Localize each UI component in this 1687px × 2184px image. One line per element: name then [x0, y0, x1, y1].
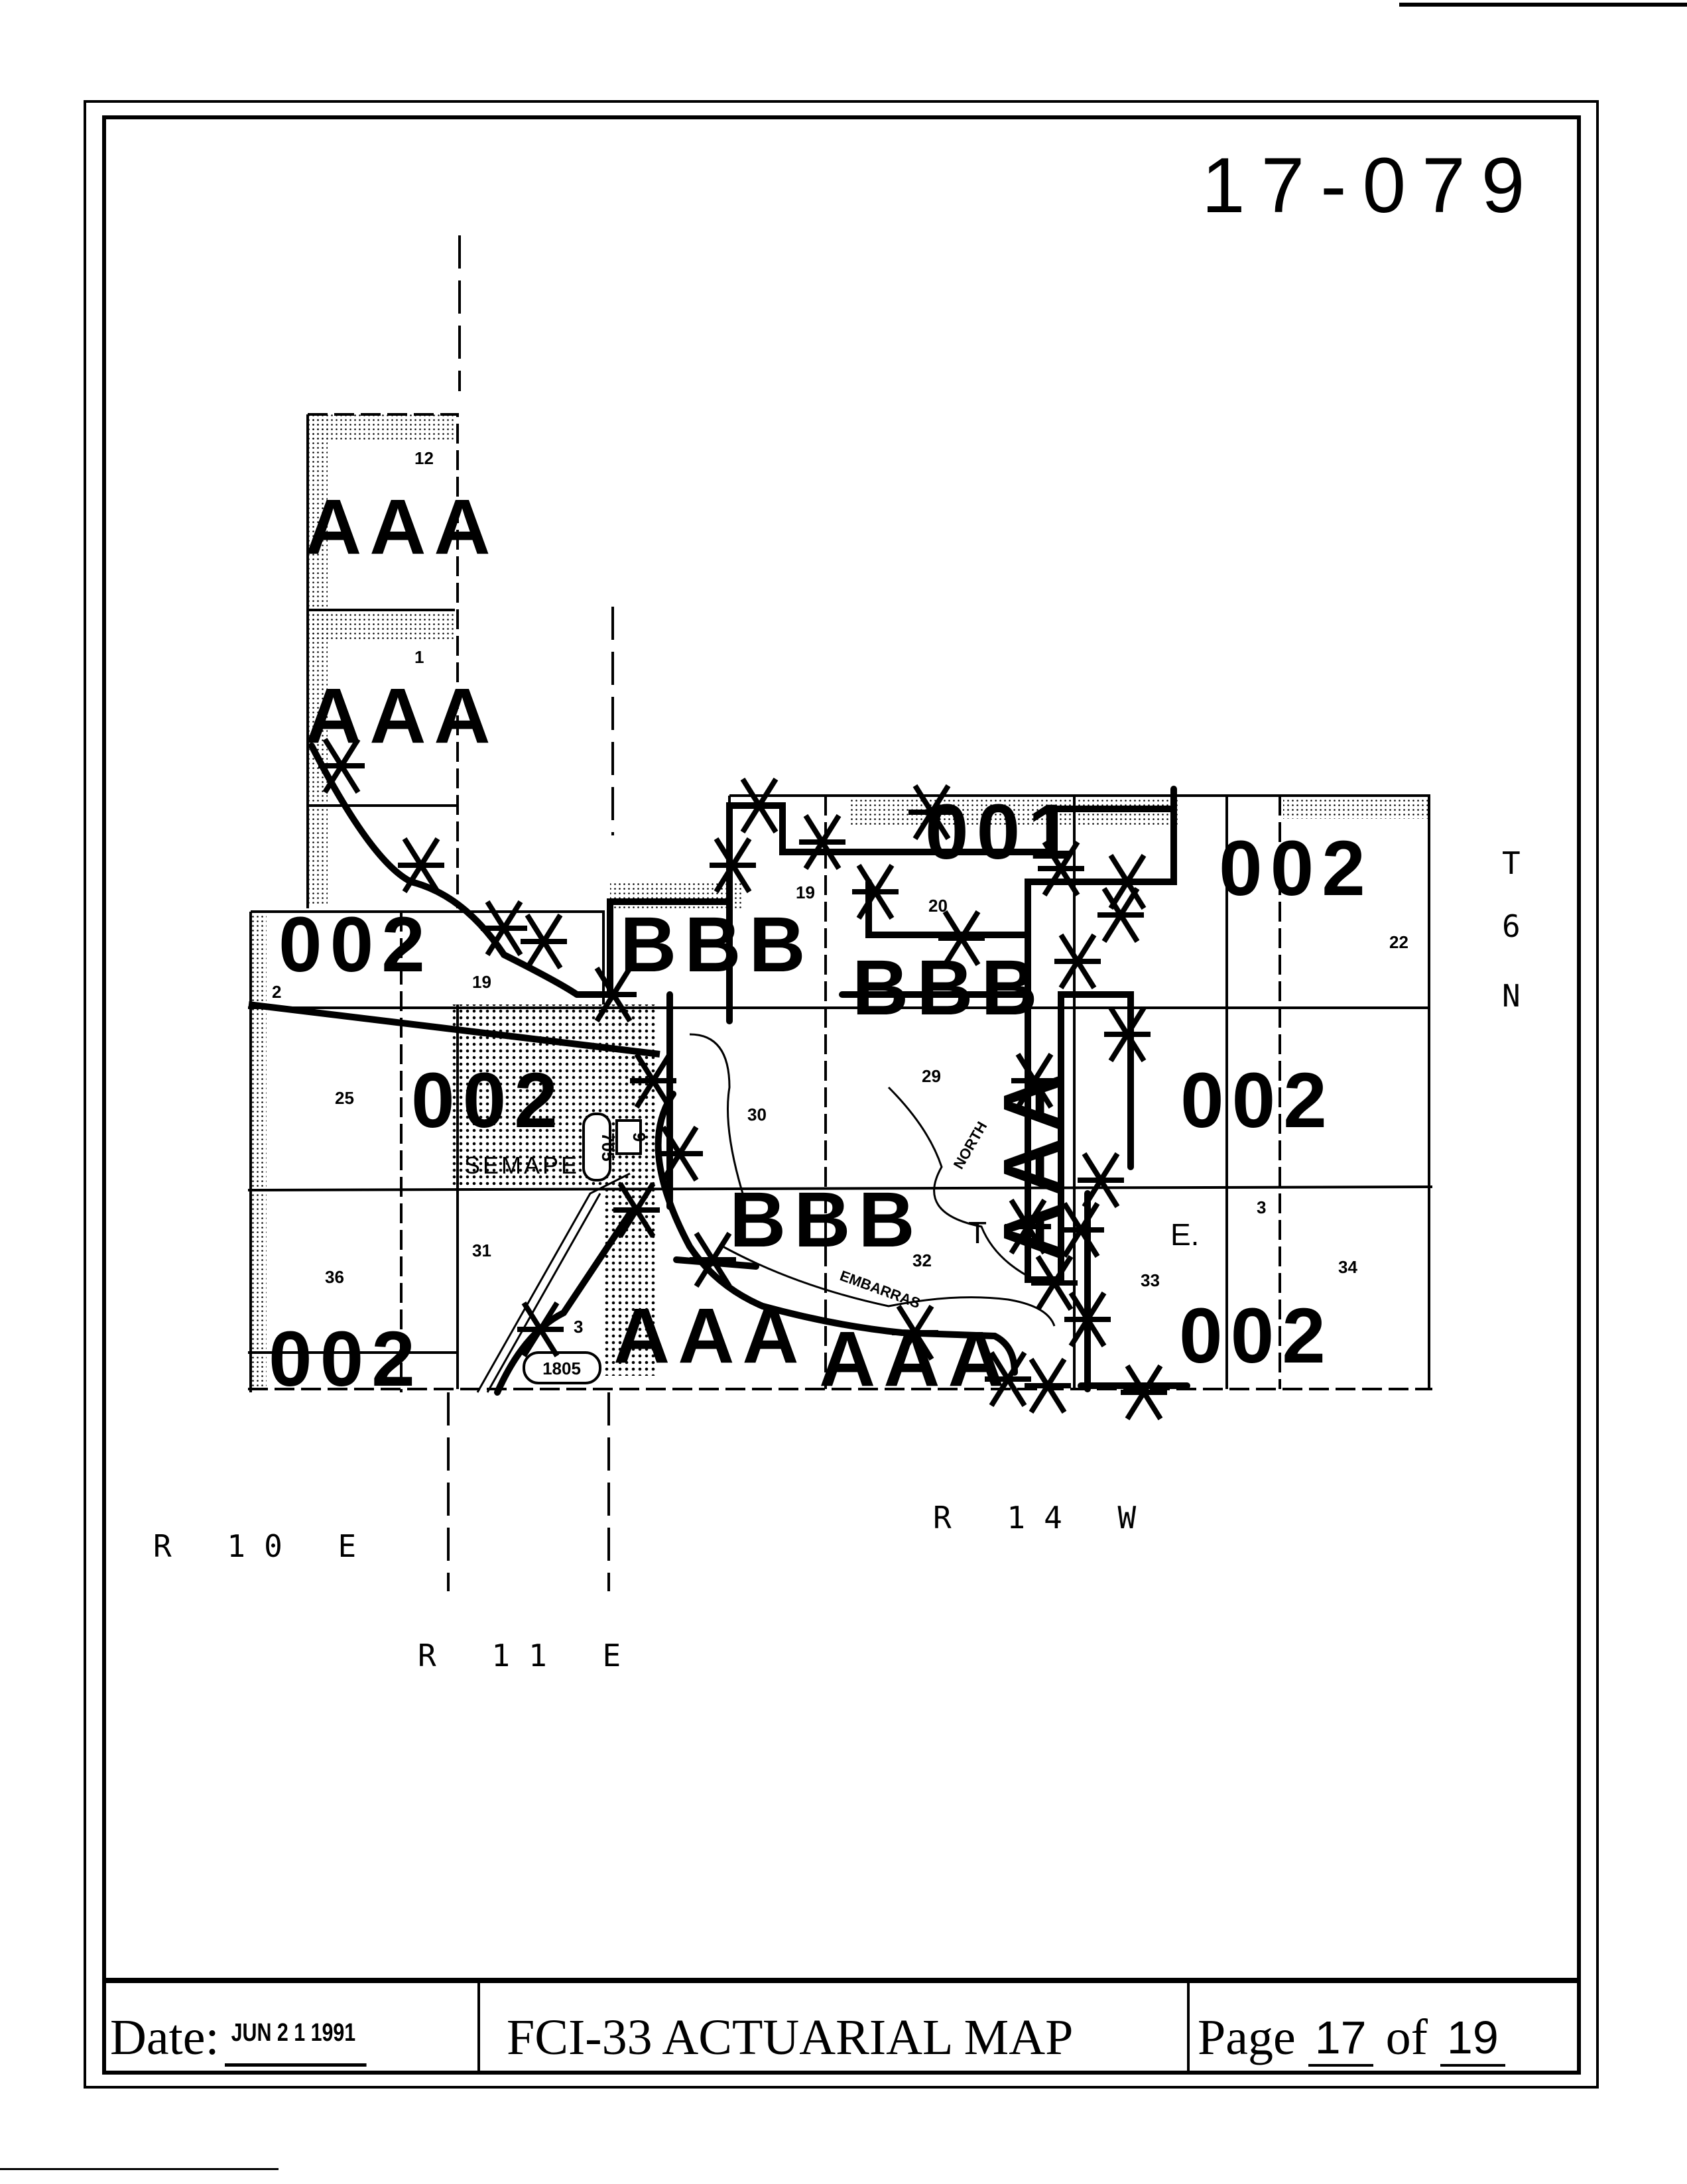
inner-border [102, 115, 1581, 2075]
scan-edge-line [1399, 3, 1687, 7]
x-mark-icon [1058, 1201, 1104, 1258]
x-mark-icon [710, 837, 756, 894]
x-mark-icon [938, 910, 985, 967]
page-label: Page [1198, 2010, 1296, 2065]
section-number: 3 [1257, 1197, 1266, 1217]
section-number: 22 [1389, 932, 1408, 952]
zone-code: AAA [305, 672, 499, 760]
x-mark-icon [892, 1304, 938, 1361]
north-river-label: NORTH [950, 1119, 991, 1172]
x-mark-icon [1097, 886, 1144, 943]
x-mark-icon [1031, 1254, 1078, 1311]
x-mark-icon [1078, 1152, 1124, 1209]
range-label: R 11 E [418, 1638, 640, 1673]
x-mark-icon [1038, 840, 1084, 897]
section-number: 2 [272, 982, 281, 1002]
x-mark-icon [1121, 1364, 1167, 1421]
roads [476, 1033, 1056, 1393]
date-value: JUN 2 1 1991 [224, 2019, 366, 2067]
x-mark-icon [852, 863, 899, 920]
section-number: 29 [922, 1066, 941, 1086]
x-mark-icon [318, 737, 365, 794]
outer-border [84, 100, 1599, 2089]
page-total: 19 [1440, 2011, 1505, 2067]
section-number: 12 [414, 448, 434, 468]
zone-code: 002 [279, 901, 433, 989]
x-mark-icon [1005, 1198, 1051, 1255]
x-mark-icon [613, 1182, 660, 1239]
x-mark-icon [1025, 1357, 1071, 1414]
x-mark-icon [481, 900, 527, 957]
route-9: 9 [629, 1132, 649, 1142]
section-number: 33 [1141, 1270, 1160, 1290]
x-mark-icon [985, 1351, 1031, 1408]
x-mark-icon [1104, 853, 1151, 910]
boundary-x-marks [318, 737, 1167, 1421]
page-of: of [1385, 2010, 1428, 2065]
x-mark-icon [521, 913, 567, 970]
x-mark-icon [517, 1301, 564, 1358]
zone-code: 002 [1180, 1057, 1335, 1144]
title-cell: FCI-33 ACTUARIAL MAP [480, 1983, 1190, 2075]
date-label: Date: [110, 2010, 219, 2065]
map-number: 17-079 [1202, 142, 1541, 229]
route-705: 705 [598, 1132, 618, 1161]
route-shields: 1805 705 9 [523, 1113, 649, 1384]
x-mark-icon [1054, 933, 1101, 990]
x-mark-icon [398, 837, 444, 894]
document-title: FCI-33 ACTUARIAL MAP [507, 2010, 1074, 2065]
footer: Date: JUN 2 1 1991 FCI-33 ACTUARIAL MAP … [102, 1978, 1581, 2075]
section-number: 19 [796, 882, 815, 902]
x-mark-icon [656, 1125, 703, 1182]
section-number: 25 [335, 1088, 354, 1108]
zone-code: 002 [269, 1315, 423, 1403]
route-1805: 1805 [542, 1359, 581, 1378]
zone-code: 002 [411, 1057, 566, 1144]
zone-code: AAA [613, 1292, 807, 1380]
zone-codes: AAA AAA 002 BBB 001 002 BBB 002 002 BBB … [269, 483, 1373, 1403]
section-number: 31 [472, 1241, 491, 1260]
zone-code: BBB [620, 901, 814, 989]
date-cell: Date: JUN 2 1 1991 [102, 1983, 480, 2075]
x-mark-icon [736, 777, 782, 834]
x-mark-icon [590, 966, 637, 1023]
section-number: 34 [1338, 1257, 1357, 1277]
x-mark-icon [908, 784, 955, 841]
x-mark-icon [1064, 1291, 1111, 1348]
zone-code: BBB [729, 1176, 923, 1264]
page-cell: Page 17 of 19 [1190, 1983, 1581, 2075]
zone-code: 002 [1219, 825, 1373, 912]
x-mark-icon [1104, 1006, 1151, 1063]
range-lines [447, 235, 614, 1591]
zone-code: BBB [852, 944, 1046, 1032]
section-numbers: 12 1 2 19 19 20 22 25 29 30 31 36 32 33 … [272, 448, 1408, 1337]
township-label: 6 [1502, 908, 1539, 944]
zone-code: 001 [925, 788, 1080, 876]
zone-code: AAA [305, 483, 499, 571]
section-number: 1 [414, 647, 424, 667]
township-e-label: E. [1170, 1217, 1199, 1252]
scan-edge-line [0, 2168, 279, 2170]
x-mark-icon [1011, 1052, 1058, 1109]
page-current: 17 [1308, 2011, 1373, 2067]
zone-code: 002 [1179, 1292, 1334, 1380]
x-mark-icon [690, 1231, 736, 1288]
x-mark-icon [799, 814, 845, 871]
town-label: SEMAPE [464, 1152, 580, 1179]
section-number: 30 [747, 1105, 767, 1124]
range-label: R 10 E [153, 1528, 375, 1564]
section-number: 32 [912, 1250, 932, 1270]
x-mark-icon [630, 1052, 676, 1109]
range-label: R 14 W [933, 1500, 1155, 1536]
section-number: 19 [472, 972, 491, 992]
township-label: N [1502, 978, 1539, 1014]
township-label: T [1502, 845, 1539, 881]
section-number: 36 [325, 1267, 344, 1287]
section-number: 3 [574, 1317, 583, 1337]
township-t-label: T [968, 1215, 987, 1250]
